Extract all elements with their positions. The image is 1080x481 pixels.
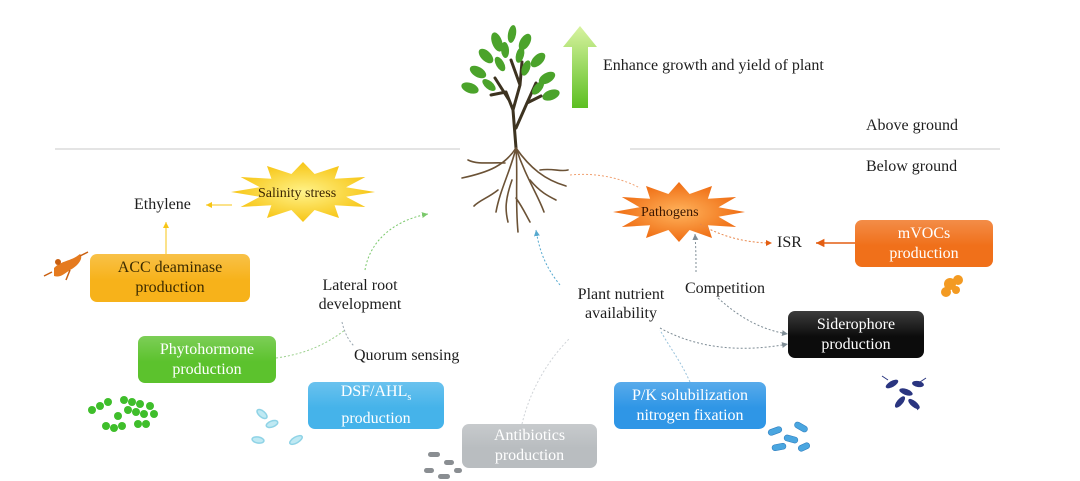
dsf-line-1: DSF/AHLs [341,382,412,408]
plant-nutrient-line-1: Plant nutrient [577,286,665,303]
pathogens-burst-icon [613,182,745,242]
tree-icon [461,25,569,233]
siderophore-box: Siderophore production [788,311,924,358]
antibiotics-box: Antibiotics production [462,424,597,468]
up-arrow-icon [563,26,597,108]
pk-to-nutrient-link [659,329,691,383]
antibiotics-line-2: production [494,447,565,464]
lateral-root-to-quorum-link [341,321,355,347]
nutrient-to-siderophore-arrow [659,327,789,349]
siderophore-line-1: Siderophore [816,315,896,333]
pk-line-1: P/K solubilization [632,386,748,404]
orange-bacteria-icon [43,251,89,281]
mvocs-line-2: production [889,244,959,262]
phytohormone-line-1: Phytohormone [159,340,255,358]
above-ground-label: Above ground [866,117,958,134]
plant-nutrient-label: Plant nutrient availability [556,285,686,323]
pk-line-2: nitrogen fixation [636,406,744,424]
enhance-growth-label: Enhance growth and yield of plant [603,57,824,74]
competition-to-siderophore-arrow [717,297,789,337]
blue-bacteria-icon [251,408,303,446]
mvocs-line-1: mVOCs [897,224,951,242]
competition-to-pathogens-arrow [692,233,699,273]
below-ground-label: Below ground [866,158,958,175]
phytohormone-line-2: production [172,360,242,378]
antibiotics-to-nutrient-link [521,337,571,425]
phytohormone-to-lateral-root-link [275,329,346,359]
navy-bacteria-icon [881,375,927,411]
isr-label: ISR [777,234,802,251]
blue-rod-bacteria-icon [767,421,811,452]
salinity-stress-burst-icon [231,162,375,222]
antibiotics-line-1: Antibiotics [493,427,566,444]
mvocs-box: mVOCs production [855,220,993,267]
plant-nutrient-line-2: availability [585,305,657,322]
dsf-subscript: s [407,392,412,404]
pathogens-to-isr-arrow [699,223,773,246]
grey-bacilli-icon [424,452,462,479]
lateral-root-line-1: Lateral root [322,277,398,294]
green-cocci-icon [88,396,158,432]
tree-to-pathogens-link [569,173,641,189]
ethylene-label: Ethylene [134,196,191,213]
siderophore-line-2: production [821,335,891,353]
lateral-root-line-2: development [318,296,402,313]
orange-spores-icon [941,275,963,297]
pathogens-label: Pathogens [641,205,699,220]
lateral-root-to-tree-arrow [364,212,429,271]
nutrient-to-tree-arrow [533,229,561,286]
pk-solubilization-box: P/K solubilization nitrogen fixation [614,382,766,429]
dsf-main: DSF/AHL [340,383,408,401]
dsf-line-2: production [341,409,411,427]
dsf-ahl-box: DSF/AHLs production [308,382,444,429]
acc-line-1: ACC deaminase [117,259,223,276]
competition-label: Competition [685,280,765,297]
acc-deaminase-box: ACC deaminase production [90,254,250,302]
quorum-sensing-label: Quorum sensing [354,347,460,364]
salinity-stress-label: Salinity stress [258,186,337,201]
acc-line-2: production [135,279,205,296]
phytohormone-box: Phytohormone production [138,336,276,383]
lateral-root-label: Lateral root development [300,276,420,314]
